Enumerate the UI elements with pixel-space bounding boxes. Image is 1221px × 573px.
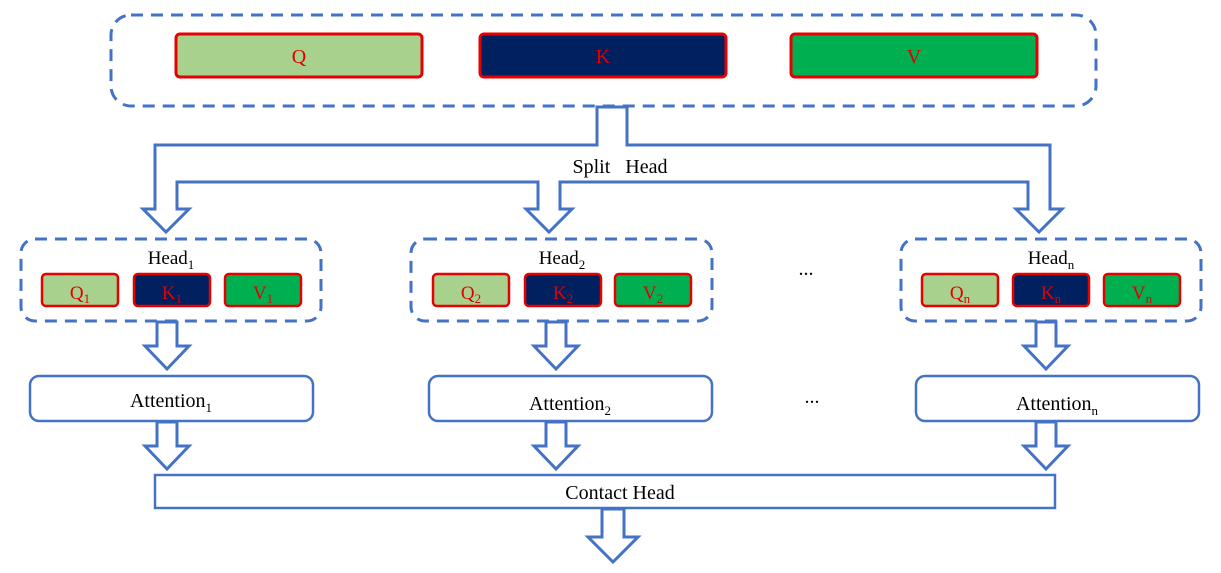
head-n-k-label: Kn [1041, 283, 1062, 306]
attention-2-label: Attention2 [529, 393, 611, 418]
head-2-q-label: Q2 [461, 283, 481, 306]
output-down-arrow [584, 507, 642, 565]
head-n-title: Headn [1028, 248, 1075, 272]
attention-1-label: Attention1 [130, 390, 212, 415]
k-box [478, 32, 728, 79]
q-label: Q [292, 46, 307, 68]
head-n-down-arrow [1020, 320, 1072, 372]
head-1-v-box [223, 272, 303, 308]
head-2-q-box [431, 272, 511, 308]
head-2-down-arrow [530, 320, 582, 372]
q-box [174, 32, 424, 79]
heads-ellipsis: ... [799, 258, 814, 280]
head-n-v-label: Vn [1132, 283, 1153, 306]
attention-2-down-arrow [530, 420, 582, 472]
head-2-k-box [523, 272, 603, 308]
attention-n-label: Attentionn [1016, 393, 1099, 418]
head-2-v-label: V2 [643, 283, 663, 306]
head-n-q-box [920, 272, 1000, 308]
head-2-title: Head2 [539, 248, 586, 272]
head-1-q-label: Q1 [70, 283, 90, 306]
split-outer-arrow [139, 105, 1066, 235]
head-1-k-box [132, 272, 212, 308]
concat-head-label: Contact Head [565, 482, 674, 504]
head-2-v-box [613, 272, 693, 308]
head-1-title: Head1 [148, 248, 195, 272]
concat-head-box [153, 473, 1057, 510]
split-head-label: Split Head [573, 156, 668, 178]
head-1-k-label: K1 [162, 283, 182, 306]
head-n-q-label: Qn [950, 283, 971, 306]
head-1-v-label: V1 [253, 283, 273, 306]
head-1-down-arrow [141, 320, 193, 372]
attention-n-down-arrow [1020, 420, 1072, 472]
attention-1-down-arrow [141, 420, 193, 472]
head-2-k-label: K2 [553, 283, 573, 306]
head-n-k-box [1011, 272, 1091, 308]
head-1-q-box [40, 272, 120, 308]
attention-ellipsis: ... [805, 386, 820, 408]
head-n-v-box [1102, 272, 1182, 308]
attention-2-box [427, 374, 714, 423]
k-label: K [596, 46, 611, 68]
v-label: V [907, 46, 922, 68]
v-box [789, 32, 1039, 79]
